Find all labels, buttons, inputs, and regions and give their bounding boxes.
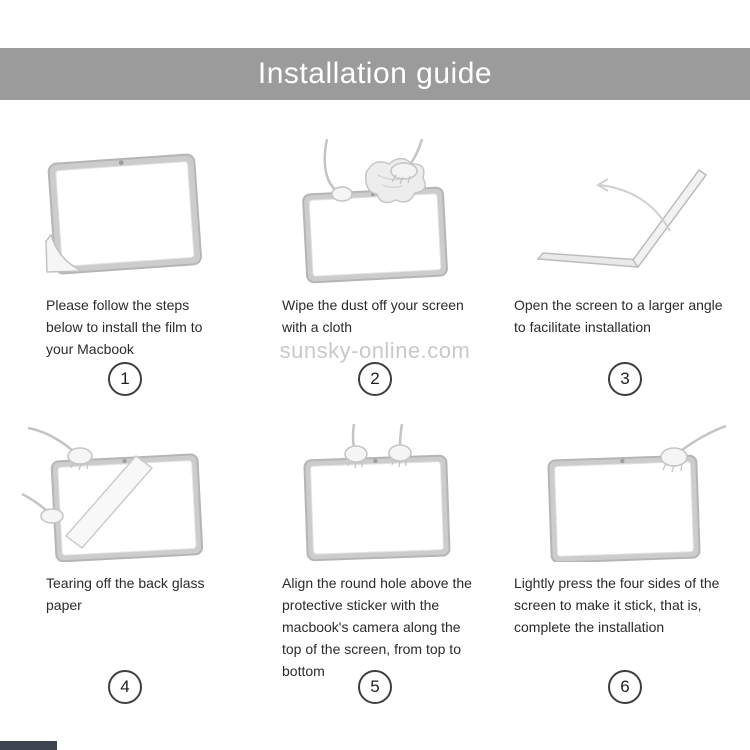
steps-row-2: Tearing off the back glass paper 4 — [0, 396, 750, 704]
step-2-number-badge: 2 — [358, 362, 392, 396]
step-3-caption: Open the screen to a larger angle to fac… — [514, 297, 723, 335]
finger-lines — [391, 174, 411, 185]
right-hand-icon — [388, 444, 412, 462]
step-4: Tearing off the back glass paper 4 — [0, 396, 250, 704]
finger-lines — [391, 458, 407, 468]
step-6: Lightly press the four sides of the scre… — [500, 396, 750, 704]
step-5: Align the round hole above the protectiv… — [250, 396, 500, 704]
finger-lines — [70, 461, 89, 471]
step-5-number-badge: 5 — [358, 670, 392, 704]
cropped-next-section-strip — [0, 741, 57, 750]
right-hand-icon — [390, 162, 418, 180]
installation-steps-grid: Please follow the steps below to install… — [0, 100, 750, 704]
arm-icon — [27, 426, 73, 451]
step-4-number-badge: 4 — [108, 670, 142, 704]
press-sides-illustration — [547, 424, 727, 562]
tear-back-paper-illustration — [21, 426, 204, 562]
step-5-illustration — [250, 422, 500, 562]
arrow-head-icon — [596, 178, 609, 192]
camera-dot-icon — [373, 458, 378, 464]
left-hand-icon — [344, 445, 368, 463]
step-3-illustration — [500, 134, 750, 284]
lower-hand-icon — [40, 508, 64, 524]
upper-hand-icon — [67, 447, 93, 465]
left-arm-icon — [351, 424, 356, 449]
step-1-number-badge: 1 — [108, 362, 142, 396]
steps-row-1: Please follow the steps below to install… — [0, 100, 750, 396]
step-1: Please follow the steps below to install… — [0, 100, 250, 396]
step-6-caption: Lightly press the four sides of the scre… — [514, 575, 720, 635]
step-1-caption: Please follow the steps below to install… — [46, 297, 203, 357]
camera-dot-icon — [122, 458, 127, 464]
step-1-illustration — [0, 134, 250, 284]
step-3-number-badge: 3 — [608, 362, 642, 396]
step-4-illustration — [0, 422, 250, 562]
page-title-text: Installation guide — [257, 57, 493, 90]
open-laptop-illustration — [536, 168, 708, 269]
macbook-film-peel-illustration — [45, 153, 202, 275]
laptop-screen-icon — [632, 168, 708, 269]
film-sheet-icon — [64, 454, 154, 550]
laptop-base-icon — [536, 252, 643, 268]
pressing-hand-icon — [660, 447, 688, 467]
step-6-illustration — [500, 422, 750, 562]
step-2: Wipe the dust off your screen with a clo… — [250, 100, 500, 396]
step-4-caption: Tearing off the back glass paper — [46, 575, 205, 613]
step-2-caption: Wipe the dust off your screen with a clo… — [282, 297, 464, 335]
finger-lines — [347, 459, 363, 469]
camera-dot-icon — [118, 160, 124, 166]
step-3: Open the screen to a larger angle to fac… — [500, 100, 750, 396]
lower-arm-icon — [21, 492, 47, 511]
finger-lines — [662, 462, 683, 473]
step-5-caption: Align the round hole above the protectiv… — [282, 575, 472, 679]
wipe-screen-illustration — [302, 139, 448, 284]
camera-dot-icon — [620, 458, 625, 464]
arm-icon — [681, 424, 727, 452]
open-arc-arrow-icon — [599, 184, 671, 232]
page-title: Installation guide — [0, 48, 750, 100]
step-2-illustration — [250, 134, 500, 284]
left-hand-icon — [331, 186, 353, 202]
peeled-film-corner-icon — [45, 233, 83, 273]
right-arm-icon — [408, 139, 424, 166]
step-6-number-badge: 6 — [608, 670, 642, 704]
align-camera-illustration — [303, 424, 451, 562]
right-arm-icon — [398, 424, 404, 447]
